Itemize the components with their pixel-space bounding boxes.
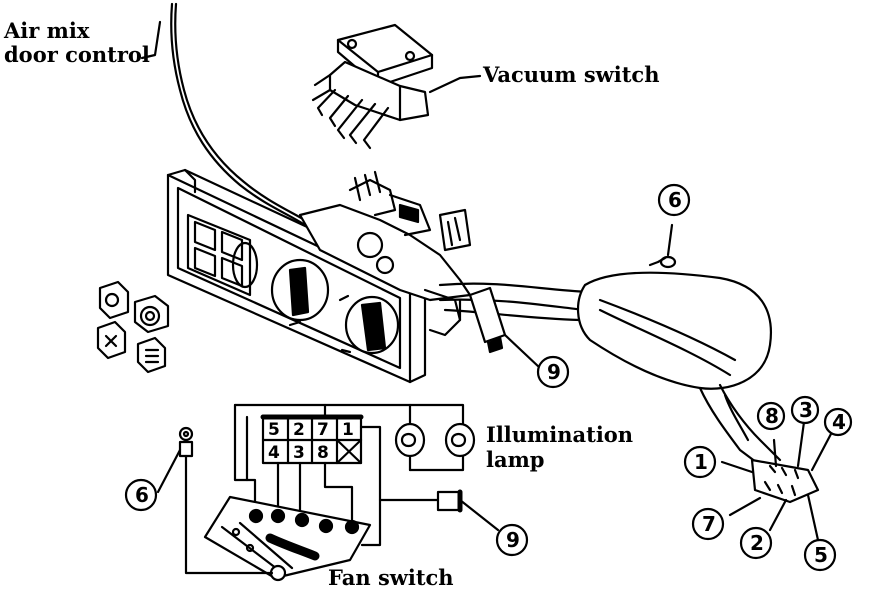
callout-5: 5 xyxy=(814,543,828,567)
air-mix-label-line1: Air mix xyxy=(4,18,90,43)
callout-circle-6-top xyxy=(657,183,691,217)
callout-2: 2 xyxy=(750,531,764,555)
callout-4: 4 xyxy=(832,410,846,434)
callout-8: 8 xyxy=(765,404,779,428)
control-panel-drawing xyxy=(166,168,472,384)
callout-circle-3 xyxy=(790,395,820,425)
air-mix-cable xyxy=(140,2,310,227)
vacuum-switch-drawing xyxy=(311,23,482,150)
callout-circle-2 xyxy=(739,526,773,560)
callout-1: 1 xyxy=(694,450,708,474)
pin-1: 1 xyxy=(342,420,354,440)
callout-circle-6-left xyxy=(124,478,158,512)
pin-7: 7 xyxy=(317,420,329,440)
callout-circle-1 xyxy=(683,445,717,479)
callout-6-left: 6 xyxy=(135,483,149,507)
callout-9-bottom: 9 xyxy=(506,528,520,552)
vacuum-switch-label: Vacuum switch xyxy=(483,62,660,87)
air-mix-label-line2: door control xyxy=(4,42,150,67)
callout-circle-9-bottom xyxy=(495,523,529,557)
callout-circle-9-top xyxy=(536,355,570,389)
illumination-label-line2: lamp xyxy=(486,447,545,472)
knob-set xyxy=(96,280,170,374)
callout-circle-5 xyxy=(803,538,837,572)
callout-circle-8 xyxy=(756,401,786,431)
wiring-schematic xyxy=(156,403,500,582)
callout-6-top: 6 xyxy=(668,188,682,212)
callout-7: 7 xyxy=(702,512,716,536)
wire-harness xyxy=(438,223,834,542)
fan-switch-label: Fan switch xyxy=(328,565,454,590)
pin-2: 2 xyxy=(293,420,305,440)
callout-3: 3 xyxy=(799,398,813,422)
pin-8: 8 xyxy=(317,443,329,463)
pin-4: 4 xyxy=(268,443,280,463)
callout-circle-4 xyxy=(823,407,853,437)
callout-circle-7 xyxy=(691,507,725,541)
pin-3: 3 xyxy=(293,443,305,463)
pin-5: 5 xyxy=(268,420,280,440)
illumination-label-line1: Illumination xyxy=(486,422,634,447)
callout-9-top: 9 xyxy=(547,360,561,384)
